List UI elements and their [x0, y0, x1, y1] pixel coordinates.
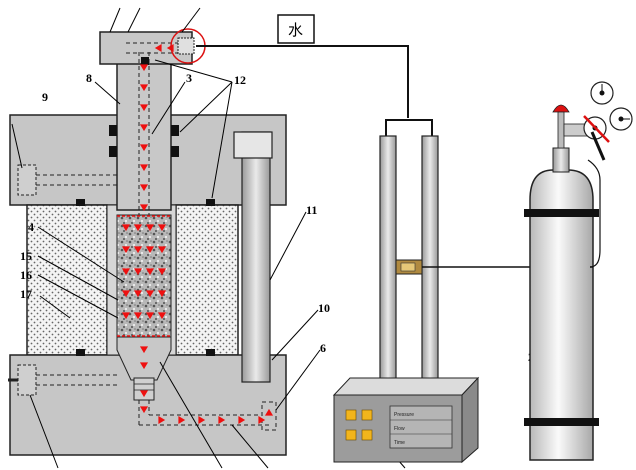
panel-row-time: Time: [394, 440, 405, 446]
gauge-red-needle: [583, 115, 610, 143]
label-12: 12: [234, 73, 246, 87]
label-3: 3: [186, 71, 192, 85]
controller-display: [389, 405, 453, 449]
side-column-cap: [233, 131, 273, 159]
bottom-piston: [116, 336, 172, 381]
label-11: 11: [306, 203, 317, 217]
label-17: 17: [20, 287, 32, 301]
cylinder-band-bottom: [524, 418, 599, 426]
label-10: 10: [318, 301, 330, 315]
pump: Pressure Flow Time: [332, 119, 590, 464]
cylinder-neck: [552, 147, 570, 173]
label-16: 16: [20, 268, 32, 282]
water-label: 水: [288, 21, 303, 39]
label-8: 8: [86, 71, 92, 85]
side-column: [241, 131, 271, 383]
controller-button[interactable]: [345, 409, 357, 421]
valve-handle-icon[interactable]: [552, 104, 570, 113]
left-port-bottom: [17, 364, 37, 396]
panel-row-pressure: Pressure: [394, 412, 414, 418]
gas-cylinder: [524, 81, 633, 461]
controller-button[interactable]: [345, 429, 357, 441]
core-holder: [8, 28, 287, 456]
water-label-box: [277, 14, 315, 44]
valve-stem: [557, 111, 565, 149]
flow-arrows: [121, 43, 274, 425]
controller-button[interactable]: [361, 429, 373, 441]
label-6: 6: [320, 341, 326, 355]
left-port-top: [17, 164, 37, 196]
label-9: 9: [42, 90, 48, 104]
controller-button[interactable]: [361, 409, 373, 421]
water-line: 水: [196, 14, 409, 118]
pump-cylinder-right: [421, 135, 439, 385]
gas-outlet-line: [587, 159, 601, 268]
bottom-fitting: [133, 377, 155, 401]
cylinder-band-top: [524, 209, 599, 217]
pump-cylinder-left: [379, 135, 397, 385]
seals: [76, 57, 215, 356]
pump-top-bracket: [385, 119, 433, 136]
insulation-right: [175, 204, 239, 356]
insulation-left: [26, 204, 108, 356]
controller-top: [332, 377, 480, 396]
label-4: 4: [28, 220, 34, 234]
label-15: 15: [20, 249, 32, 263]
panel-row-flow: Flow: [394, 426, 405, 432]
core-sample: [116, 214, 172, 338]
inlet-valve: [177, 37, 195, 55]
